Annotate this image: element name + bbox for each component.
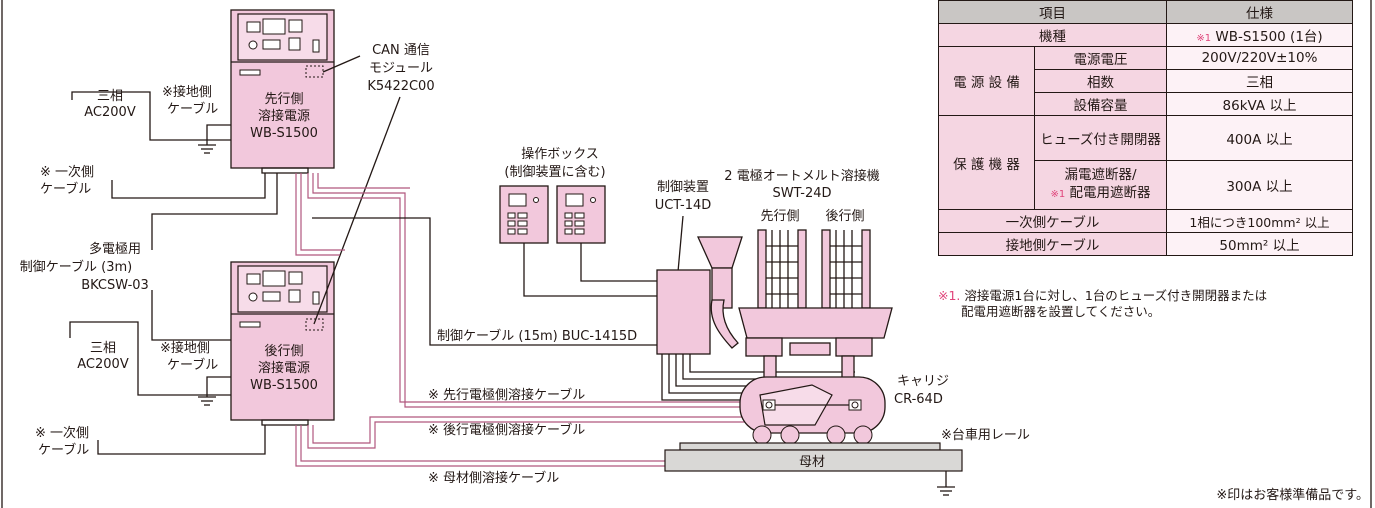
control-cable-label: 制御ケーブル (15m) BUC-1415D: [437, 328, 637, 344]
multi-cable-1: 多電極用: [89, 241, 141, 257]
rail-label: ※台車用レール: [941, 428, 1030, 443]
ac-upper-1: 三相: [97, 89, 123, 104]
footnote-1-line1: 溶接電源1台に対し、1台のヒューズ付き開閉器または: [964, 288, 1268, 303]
ground-cable-lower-1: ※接地側: [160, 340, 210, 356]
base-weld-cable-label: ※ 母材側溶接ケーブル: [428, 470, 559, 486]
header-item: 項目: [938, 0, 1167, 24]
can-label-3: K5422C00: [367, 79, 434, 94]
welding-head: [738, 307, 893, 379]
trail-power-label-3: WB-S1500: [250, 378, 318, 393]
controller-label-1: 制御装置: [657, 180, 709, 195]
ac-lower-1: 三相: [90, 341, 116, 356]
ground-cable-upper-1: ※接地側: [162, 84, 212, 100]
trail-power-label-2: 溶接電源: [258, 360, 310, 376]
breaker-item-line2: 配電用遮断器: [1069, 185, 1151, 201]
ground-cable-upper-2: ケーブル: [167, 101, 218, 117]
breaker-item: 漏電遮断器/ ※1 配電用遮断器: [1034, 160, 1167, 210]
breaker-value: 300A 以上: [1166, 160, 1353, 210]
controller-box: [656, 269, 711, 355]
trail-power-label-1: 後行側: [264, 344, 303, 359]
model-value-text: WB-S1500 (1台): [1215, 29, 1323, 45]
rail: [679, 442, 941, 451]
power-item: 設備容量: [1034, 92, 1167, 116]
header-spec: 仕様: [1166, 0, 1353, 24]
primary-lower-1: ※ 一次側: [35, 425, 89, 441]
base-metal: [664, 449, 963, 472]
trail-weld-cable-label: ※ 後行電極側溶接ケーブル: [428, 422, 585, 438]
ground-icon: [937, 486, 955, 496]
ground-cable-value: 50mm² 以上: [1166, 232, 1353, 256]
welder-label-2: SWT-24D: [772, 186, 831, 201]
multi-cable-3: BKCSW-03: [81, 278, 149, 293]
ground-icon: [198, 396, 216, 406]
operation-box: [499, 185, 549, 244]
lead-power-label-2: 溶接電源: [258, 108, 310, 124]
ac-lower-2: AC200V: [77, 357, 129, 372]
power-value: 三相: [1166, 69, 1353, 93]
footnote-1-line2: 配電用遮断器を設置してください。: [961, 304, 1161, 319]
ground-cable-label: 接地側ケーブル: [938, 232, 1167, 256]
primary-cable-value: 1相につき100mm² 以上: [1166, 209, 1353, 233]
primary-upper-2: ケーブル: [40, 181, 91, 197]
breaker-mark: ※1: [1050, 189, 1066, 200]
wire-reels: [757, 229, 871, 309]
power-item: 電源電圧: [1034, 46, 1167, 70]
ground-icon: [198, 144, 216, 154]
power-group-label: 電 源 設 備: [938, 46, 1035, 116]
can-label-2: モジュール: [369, 61, 433, 76]
operation-box: [556, 185, 606, 244]
flux-hopper: [696, 236, 743, 349]
fuse-item: ヒューズ付き開閉器: [1034, 115, 1167, 161]
lead-power-label-3: WB-S1500: [250, 126, 318, 141]
operation-box-label-1: 操作ボックス: [521, 146, 599, 162]
model-mark: ※1: [1196, 33, 1212, 44]
spec-table: 項目 仕様 機種 ※1 WB-S1500 (1台) 電 源 設 備 電源電圧 2…: [938, 0, 1353, 256]
protect-group-label: 保 護 機 器: [938, 115, 1035, 210]
can-label-1: CAN 通信: [372, 43, 430, 58]
carriage: [739, 376, 886, 445]
breaker-item-line1: 漏電遮断器/: [1064, 167, 1137, 183]
power-value: 86kVA 以上: [1166, 92, 1353, 116]
ground-cable-lower-2: ケーブル: [167, 357, 218, 373]
footnote-1-mark: ※1.: [938, 288, 961, 303]
lead-weld-cable-label: ※ 先行電極側溶接ケーブル: [428, 387, 585, 403]
ac-upper-2: AC200V: [84, 105, 136, 120]
lead-side-label: 先行側: [760, 209, 799, 224]
fuse-value: 400A 以上: [1166, 115, 1353, 161]
primary-upper-1: ※ 一次側: [40, 164, 94, 180]
operation-box-label-2: (制御装置に含む): [504, 164, 605, 180]
multi-cable-2: 制御ケーブル (3m): [20, 259, 132, 275]
controller-label-2: UCT-14D: [655, 198, 712, 213]
carriage-label-1: キャリジ: [897, 374, 949, 389]
lead-power-supply: [230, 9, 335, 169]
model-label: 機種: [938, 23, 1167, 47]
power-value: 200V/220V±10%: [1166, 46, 1353, 70]
model-value: ※1 WB-S1500 (1台): [1166, 23, 1353, 47]
primary-lower-2: ケーブル: [38, 442, 89, 458]
welder-label-1: 2 電極オートメルト溶接機: [724, 168, 879, 184]
footnote-2: ※印はお客様準備品です。: [1216, 488, 1369, 503]
lead-power-label-1: 先行側: [264, 92, 303, 107]
trail-power-supply: [230, 261, 335, 421]
footnote-1: ※1. 溶接電源1台に対し、1台のヒューズ付き開閉器または 配電用遮断器を設置し…: [938, 288, 1368, 320]
base-metal-label: 母材: [799, 455, 825, 470]
carriage-label-2: CR-64D: [894, 392, 943, 407]
power-item: 相数: [1034, 69, 1167, 93]
trail-side-label: 後行側: [825, 209, 864, 224]
primary-cable-label: 一次側ケーブル: [938, 209, 1167, 233]
